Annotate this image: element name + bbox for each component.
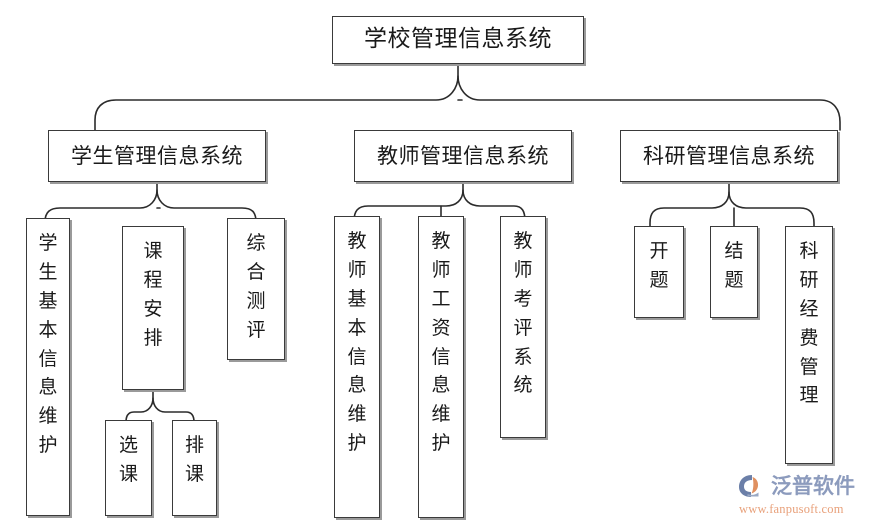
node-student-basic-info-label: 学生基本信息维护 — [38, 232, 58, 457]
watermark-brand-text: 泛普软件 — [771, 473, 855, 498]
node-root[interactable]: 学校管理信息系统 — [332, 16, 584, 64]
node-research-fund-management[interactable]: 科研经费管理 — [785, 226, 833, 464]
node-teacher-mis[interactable]: 教师管理信息系统 — [354, 130, 572, 182]
watermark: 泛普软件 www.fanpusoft.com — [738, 473, 866, 525]
node-teacher-mis-label: 教师管理信息系统 — [377, 143, 549, 168]
node-student-mis-label: 学生管理信息系统 — [71, 143, 243, 168]
node-student-basic-info[interactable]: 学生基本信息维护 — [26, 218, 70, 516]
node-course-arrangement-label: 课程安排 — [143, 240, 163, 349]
watermark-brand-row: 泛普软件 — [738, 473, 855, 499]
node-teacher-salary-info-label: 教师工资信息维护 — [431, 230, 451, 455]
node-project-opening-label: 开题 — [649, 240, 669, 291]
node-research-mis-label: 科研管理信息系统 — [643, 143, 815, 168]
node-project-closing[interactable]: 结题 — [710, 226, 758, 318]
node-teacher-basic-info[interactable]: 教师基本信息维护 — [334, 216, 380, 518]
node-project-opening[interactable]: 开题 — [634, 226, 684, 318]
watermark-url: www.fanpusoft.com — [739, 502, 844, 516]
node-course-scheduling[interactable]: 排课 — [172, 420, 217, 516]
node-comprehensive-evaluation-label: 综合测评 — [246, 232, 266, 341]
node-comprehensive-evaluation[interactable]: 综合测评 — [227, 218, 285, 360]
connector-root-to-level2 — [94, 63, 459, 131]
connector-root-to-teacher — [457, 75, 841, 131]
node-project-closing-label: 结题 — [724, 240, 744, 291]
fanpu-swoosh-logo-icon — [739, 475, 759, 497]
node-student-mis[interactable]: 学生管理信息系统 — [48, 130, 266, 182]
node-course-selection-label: 选课 — [118, 434, 138, 485]
node-research-fund-management-label: 科研经费管理 — [799, 240, 819, 407]
node-root-label: 学校管理信息系统 — [364, 26, 552, 53]
node-course-arrangement[interactable]: 课程安排 — [122, 226, 184, 390]
node-teacher-appraisal-system-label: 教师考评系统 — [513, 230, 533, 397]
node-teacher-basic-info-label: 教师基本信息维护 — [347, 230, 367, 455]
node-course-scheduling-label: 排课 — [184, 434, 204, 485]
node-teacher-appraisal-system[interactable]: 教师考评系统 — [500, 216, 546, 438]
node-course-selection[interactable]: 选课 — [105, 420, 152, 516]
node-research-mis[interactable]: 科研管理信息系统 — [620, 130, 838, 182]
node-teacher-salary-info[interactable]: 教师工资信息维护 — [418, 216, 464, 518]
